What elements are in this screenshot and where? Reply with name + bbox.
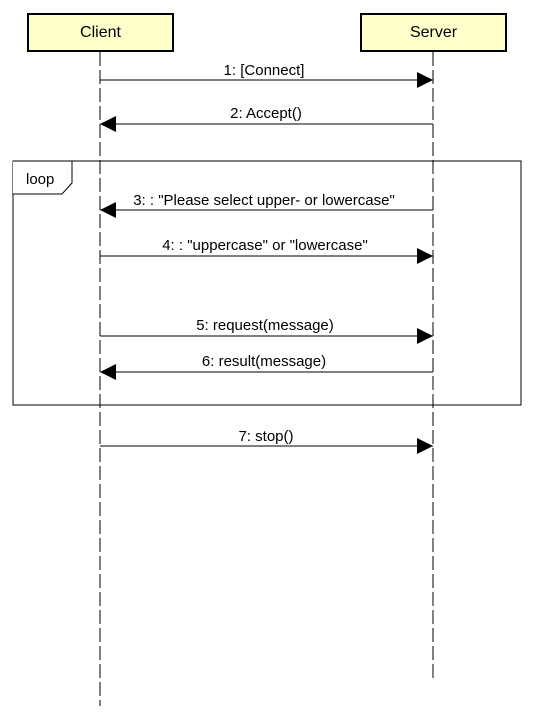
message-5-label: 5: request(message) [196, 317, 334, 334]
message-2: 2: Accept() [100, 105, 433, 132]
message-7: 7: stop() [100, 428, 433, 454]
message-6: 6: result(message) [100, 353, 433, 380]
message-4-label: 4: : "uppercase" or "lowercase" [162, 237, 368, 254]
loop-frame [12, 160, 522, 406]
message-6-label: 6: result(message) [202, 353, 326, 370]
message-1: 1: [Connect] [100, 62, 433, 88]
loop-label-tab [13, 160, 73, 195]
message-7-label: 7: stop() [238, 428, 293, 445]
participant-client-label: Client [80, 23, 121, 41]
message-2-label: 2: Accept() [230, 105, 302, 122]
message-4: 4: : "uppercase" or "lowercase" [100, 237, 433, 264]
participant-server: Server [360, 13, 507, 52]
participant-client: Client [27, 13, 174, 52]
participant-server-label: Server [409, 23, 458, 41]
message-1-label: 1: [Connect] [224, 62, 305, 79]
message-3-label: 3: : "Please select upper- or lowercase" [133, 192, 395, 209]
loop-label: loop [26, 171, 54, 188]
message-5: 5: request(message) [100, 317, 433, 344]
message-3: 3: : "Please select upper- or lowercase" [100, 192, 433, 218]
